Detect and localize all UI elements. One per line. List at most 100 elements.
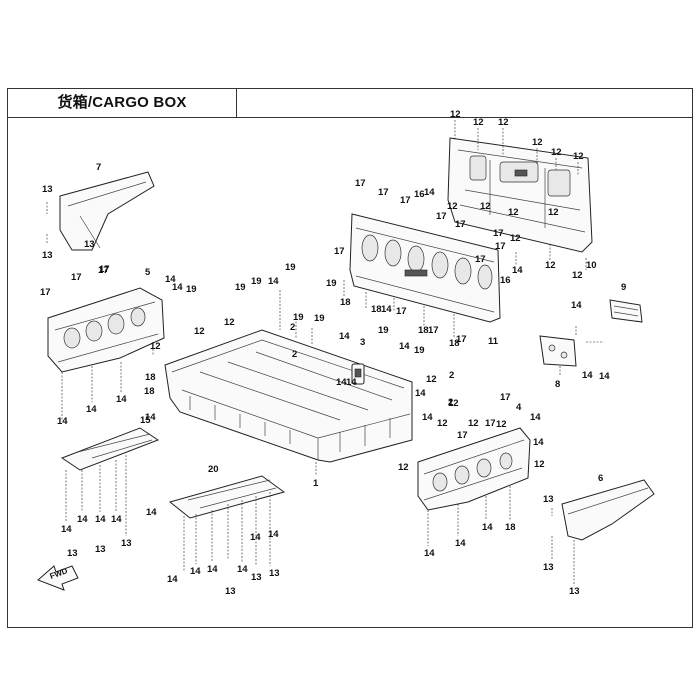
callout: 13 — [67, 548, 78, 559]
callout: 15 — [140, 415, 151, 426]
callout: 12 — [398, 462, 409, 473]
callout: 12 — [450, 109, 461, 120]
callout: 3 — [360, 337, 365, 348]
callout: 14 — [582, 370, 593, 381]
callout: 14 — [346, 377, 357, 388]
callout: 14 — [57, 416, 68, 427]
callout: 14 — [533, 437, 544, 448]
callout: 12 — [224, 317, 235, 328]
callout: 12 — [426, 374, 437, 385]
callout: 17 — [334, 246, 345, 257]
callout: 19 — [186, 284, 197, 295]
callout-labels: 12 12 12 12 12 12 12 12 12 12 12 12 12 1… — [40, 109, 626, 597]
callout: 12 — [437, 418, 448, 429]
leader-lines — [46, 120, 604, 586]
callout: 14 — [336, 377, 347, 388]
callout: 19 — [285, 262, 296, 273]
callout: 13 — [569, 586, 580, 597]
callout: 18 — [145, 372, 156, 383]
callout: 13 — [543, 562, 554, 573]
callout: 14 — [61, 524, 72, 535]
callout: 14 — [77, 514, 88, 525]
callout: 14 — [415, 388, 426, 399]
callout: 14 — [111, 514, 122, 525]
callout: 20 — [208, 464, 219, 475]
callout: 18 — [371, 304, 382, 315]
callout: 14 — [165, 274, 176, 285]
callout: 12 — [572, 270, 583, 281]
callout: 5 — [145, 267, 151, 278]
callout: 16 — [414, 189, 425, 200]
callout: 12 — [447, 201, 458, 212]
callout: 12 — [473, 117, 484, 128]
callout: 13 — [95, 544, 106, 555]
callout: 12 — [448, 398, 459, 409]
callout: 14 — [339, 331, 350, 342]
callout: 19 — [378, 325, 389, 336]
callout: 14 — [250, 532, 261, 543]
callout: 18 — [144, 386, 155, 397]
front-skid-plate — [60, 427, 160, 471]
callout: 13 — [543, 494, 554, 505]
callout: 14 — [167, 574, 178, 585]
right-fender-cap — [561, 479, 655, 541]
callout: 12 — [508, 207, 519, 218]
callout: 17 — [71, 272, 82, 283]
callout: 6 — [598, 473, 603, 484]
callout: 17 — [457, 430, 468, 441]
callout: 14 — [599, 371, 610, 382]
left-side-panel — [47, 287, 165, 373]
right-side-panel — [417, 427, 531, 511]
callout: 18 — [505, 522, 516, 533]
callout: 14 — [86, 404, 97, 415]
callout: 12 — [551, 147, 562, 158]
callout: 12 — [510, 233, 521, 244]
callout: 14 — [399, 341, 410, 352]
diagram-frame — [7, 88, 693, 628]
callout: 17 — [98, 265, 109, 276]
callout: 14 — [146, 507, 157, 518]
callout: 1 — [313, 478, 319, 489]
callout: 12 — [532, 137, 543, 148]
callout: 17 — [455, 219, 466, 230]
callout: 19 — [326, 278, 337, 289]
callout: 13 — [42, 250, 53, 261]
callout: 14 — [95, 514, 106, 525]
callout: 2 — [290, 322, 295, 333]
forward-arrow-icon: FWD — [37, 565, 79, 591]
callout: 16 — [500, 275, 511, 286]
callout: 4 — [516, 402, 522, 413]
callout: 12 — [468, 418, 479, 429]
callout: 19 — [293, 312, 304, 323]
callout: 14 — [207, 564, 218, 575]
callout: 12 — [573, 151, 584, 162]
callout: 12 — [194, 326, 205, 337]
callout: 11 — [488, 336, 499, 347]
callout: 12 — [480, 201, 491, 212]
title-divider — [7, 117, 693, 118]
callout: 7 — [96, 162, 101, 173]
callout: 19 — [235, 282, 246, 293]
callout: 14 — [237, 564, 248, 575]
page-title: 货箱/CARGO BOX — [57, 94, 187, 111]
callout: 13 — [269, 568, 280, 579]
callout: 17 — [495, 241, 506, 252]
callout: 17 — [456, 334, 467, 345]
callout: 14 — [190, 566, 201, 577]
callout: 13 — [225, 586, 236, 597]
callout: 14 — [530, 412, 541, 423]
callout: 12 — [534, 459, 545, 470]
callout: 17 — [485, 418, 496, 429]
callout: 12 — [545, 260, 556, 271]
callout: 12 — [548, 207, 559, 218]
callout: 12 — [496, 419, 507, 430]
callout: 14 — [512, 265, 523, 276]
title-box — [7, 88, 237, 118]
callout: 17 — [355, 178, 366, 189]
callout: 17 — [493, 228, 504, 239]
callout: 13 — [84, 239, 95, 250]
callout: 14 — [116, 394, 127, 405]
latch-bracket — [351, 363, 365, 385]
callout: 17 — [436, 211, 447, 222]
callout: 14 — [381, 304, 392, 315]
